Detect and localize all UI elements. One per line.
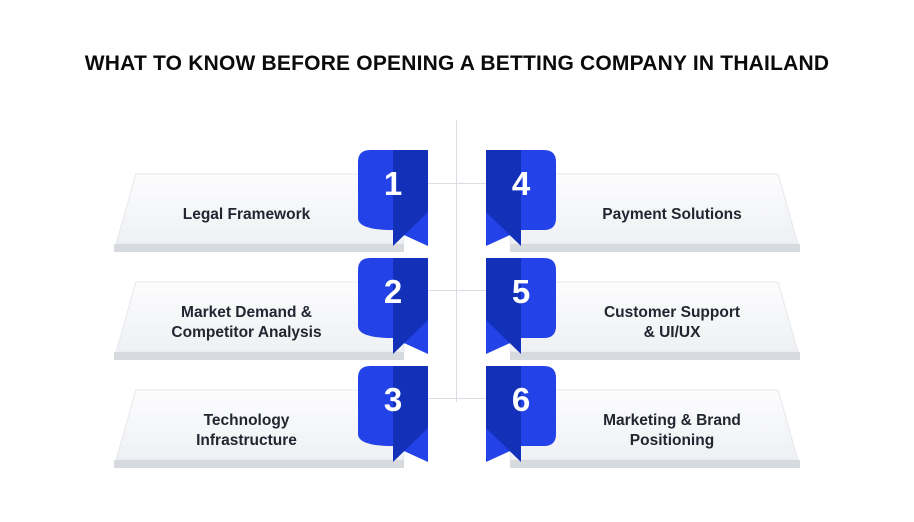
badge-shape (358, 366, 428, 462)
connector-line-row-1 (428, 183, 486, 184)
connector-line-row-3 (428, 398, 486, 399)
step-label-2: Market Demand &Competitor Analysis (171, 304, 322, 341)
step-label-4: Payment Solutions (602, 206, 742, 223)
step-badge-1: 1 (358, 150, 428, 246)
step-badge-5: 5 (486, 258, 556, 354)
step-number-4: 4 (511, 165, 531, 202)
step-badge-3: 3 (358, 366, 428, 462)
badge-shape (486, 150, 556, 246)
step-card-5: Customer Support& UI/UX (505, 280, 800, 362)
step-label-1: Legal Framework (182, 206, 311, 223)
step-card-1: Legal Framework (114, 172, 409, 254)
step-number-3: 3 (383, 381, 403, 418)
connector-line-row-2 (428, 290, 486, 291)
badge-shape (486, 258, 556, 354)
badge-shape (358, 258, 428, 354)
step-card-2: Market Demand &Competitor Analysis (114, 280, 409, 362)
card-background (114, 389, 405, 468)
step-badge-4: 4 (486, 150, 556, 246)
page-title: WHAT TO KNOW BEFORE OPENING A BETTING CO… (84, 52, 830, 75)
step-number-1: 1 (383, 165, 403, 202)
step-number-6: 6 (511, 381, 531, 418)
step-label-5: Customer Support& UI/UX (603, 304, 741, 341)
step-badge-6: 6 (486, 366, 556, 462)
card-background (114, 173, 405, 252)
card-background (114, 281, 405, 360)
step-number-5: 5 (511, 273, 531, 310)
step-badge-2: 2 (358, 258, 428, 354)
step-number-2: 2 (383, 273, 403, 310)
badge-shape (486, 366, 556, 462)
badge-shape (358, 150, 428, 246)
center-divider (456, 120, 457, 402)
